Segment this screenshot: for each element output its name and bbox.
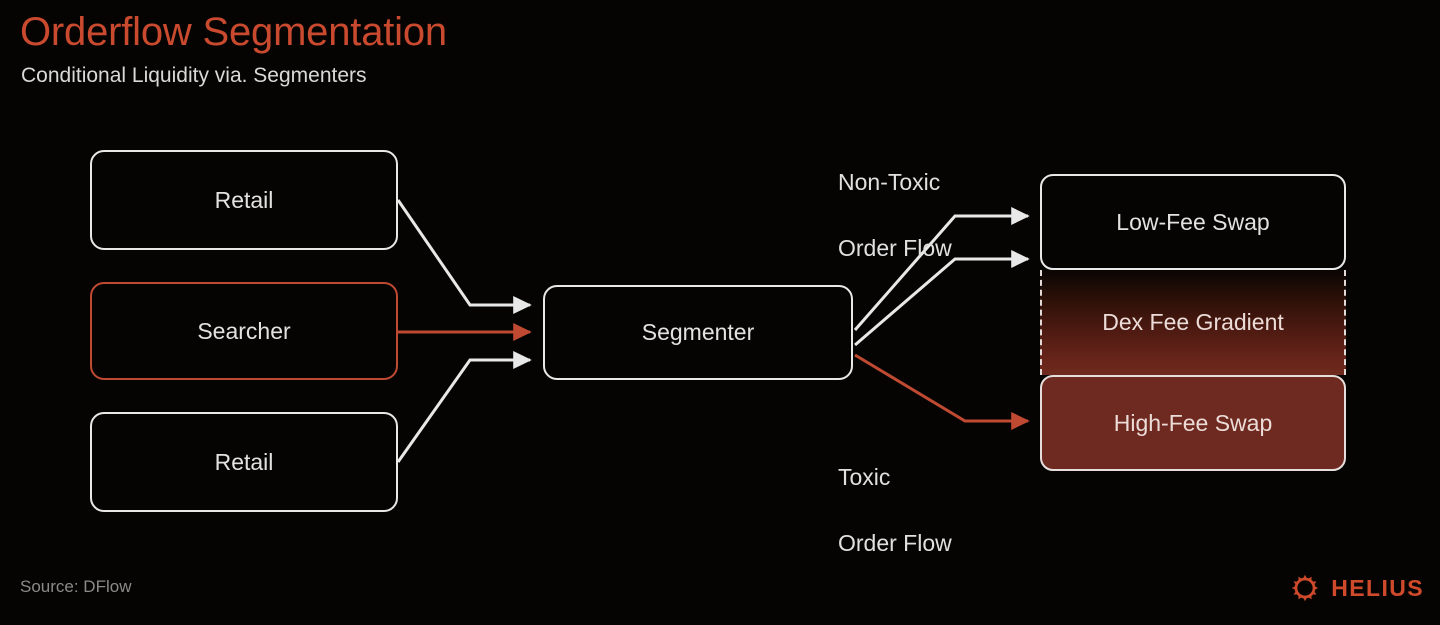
node-label: Dex Fee Gradient xyxy=(1102,309,1284,335)
helius-logo: HELIUS xyxy=(1290,573,1424,603)
label-line-1: Toxic xyxy=(838,464,891,490)
helius-sunburst-icon xyxy=(1292,574,1319,602)
node-low-fee-swap[interactable]: Low-Fee Swap xyxy=(1040,174,1346,270)
node-retail-top[interactable]: Retail xyxy=(90,150,398,250)
helius-wordmark: HELIUS xyxy=(1331,574,1424,601)
node-high-fee-swap[interactable]: High-Fee Swap xyxy=(1040,375,1346,471)
node-dex-fee-gradient[interactable]: Dex Fee Gradient xyxy=(1040,270,1346,375)
label-non-toxic-order-flow: Non-Toxic Order Flow xyxy=(838,133,952,298)
page-subtitle: Conditional Liquidity via. Segmenters xyxy=(21,64,367,87)
edge-retail-bottom-to-segmenter xyxy=(396,351,532,463)
node-searcher[interactable]: Searcher xyxy=(90,282,398,380)
node-retail-bottom[interactable]: Retail xyxy=(90,412,398,512)
page-title: Orderflow Segmentation xyxy=(20,10,447,54)
node-label: Searcher xyxy=(197,317,291,344)
label-line-2: Order Flow xyxy=(838,530,952,556)
output-stack: Low-Fee Swap Dex Fee Gradient High-Fee S… xyxy=(1040,174,1346,471)
node-label: Retail xyxy=(214,448,274,475)
edge-retail-top-to-segmenter xyxy=(396,199,532,315)
node-label: Retail xyxy=(214,186,274,213)
source-attribution: Source: DFlow xyxy=(20,577,132,596)
edge-segmenter-to-high-fee xyxy=(854,353,1030,431)
label-line-2: Order Flow xyxy=(838,235,952,261)
node-segmenter[interactable]: Segmenter xyxy=(543,285,853,380)
node-label: Segmenter xyxy=(641,319,755,345)
label-line-1: Non-Toxic xyxy=(838,169,941,195)
label-toxic-order-flow: Toxic Order Flow xyxy=(838,428,952,593)
node-label: High-Fee Swap xyxy=(1113,409,1273,436)
node-label: Low-Fee Swap xyxy=(1116,208,1270,235)
